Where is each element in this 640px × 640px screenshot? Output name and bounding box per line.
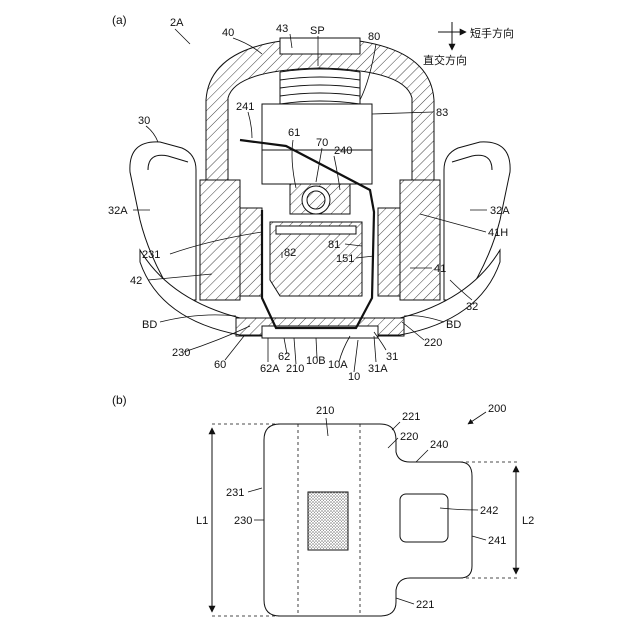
roller-70 <box>290 184 350 214</box>
label-61: 61 <box>288 127 300 139</box>
block-61 <box>262 150 372 184</box>
label-32: 32 <box>466 301 478 313</box>
direction-indicator: 短手方向 直交方向 <box>423 22 514 67</box>
dimension-L2 <box>460 462 520 578</box>
label-221-top: 221 <box>402 411 420 423</box>
label-42: 42 <box>130 275 142 287</box>
label-L1: L1 <box>196 515 208 527</box>
sheet-200-outline <box>264 424 472 616</box>
label-31A: 31A <box>368 363 388 375</box>
label-151: 151 <box>336 253 354 265</box>
inner-wall-left <box>240 208 262 296</box>
figure-a: (a) 短手方向 直交方向 <box>108 13 514 383</box>
label-231-b: 231 <box>226 487 244 499</box>
label-31: 31 <box>386 351 398 363</box>
label-40: 40 <box>222 27 234 39</box>
label-70: 70 <box>316 137 328 149</box>
label-230-b: 230 <box>234 515 252 527</box>
inner-wall-right <box>378 208 400 296</box>
label-200: 200 <box>488 403 506 415</box>
label-220: 220 <box>424 337 442 349</box>
figure-b: (b) <box>112 393 534 616</box>
absorbent-pad <box>308 492 348 550</box>
label-43: 43 <box>276 23 288 35</box>
wall-41 <box>400 180 440 300</box>
label-41H: 41H <box>488 227 508 239</box>
label-60: 60 <box>214 359 226 371</box>
label-83: 83 <box>436 107 448 119</box>
label-240-b: 240 <box>430 439 448 451</box>
label-231: 231 <box>142 249 160 261</box>
label-241-b: 241 <box>488 535 506 547</box>
spring-sp <box>280 69 360 104</box>
label-62A: 62A <box>260 363 280 375</box>
label-221-bottom: 221 <box>416 599 434 611</box>
label-30: 30 <box>138 115 150 127</box>
label-210: 210 <box>286 363 304 375</box>
label-240: 240 <box>334 145 352 157</box>
label-80: 80 <box>368 31 380 43</box>
label-210-b: 210 <box>316 405 334 417</box>
label-10A: 10A <box>328 359 348 371</box>
label-230: 230 <box>172 347 190 359</box>
label-2A: 2A <box>170 17 184 29</box>
caption-b: (b) <box>112 393 127 407</box>
label-81: 81 <box>328 239 340 251</box>
label-62: 62 <box>278 351 290 363</box>
orthogonal-direction-label: 直交方向 <box>423 53 467 67</box>
tank-81 <box>276 226 356 234</box>
label-BD-left: BD <box>142 319 157 331</box>
caption-a: (a) <box>112 13 127 27</box>
label-41: 41 <box>434 263 446 275</box>
label-BD-right: BD <box>446 319 461 331</box>
label-82: 82 <box>284 247 296 259</box>
window-242 <box>400 494 448 542</box>
leaders-b <box>248 412 486 604</box>
label-10B: 10B <box>306 355 326 367</box>
label-242: 242 <box>480 505 498 517</box>
label-32A-left: 32A <box>108 205 128 217</box>
short-direction-label: 短手方向 <box>470 26 514 40</box>
label-32A-right: 32A <box>490 205 510 217</box>
label-220-b: 220 <box>400 431 418 443</box>
label-10: 10 <box>348 371 360 383</box>
label-SP: SP <box>310 25 325 37</box>
labels-b: 200 210 221 220 240 231 230 242 241 221 … <box>196 403 534 611</box>
label-L2: L2 <box>522 515 534 527</box>
label-241: 241 <box>236 101 254 113</box>
